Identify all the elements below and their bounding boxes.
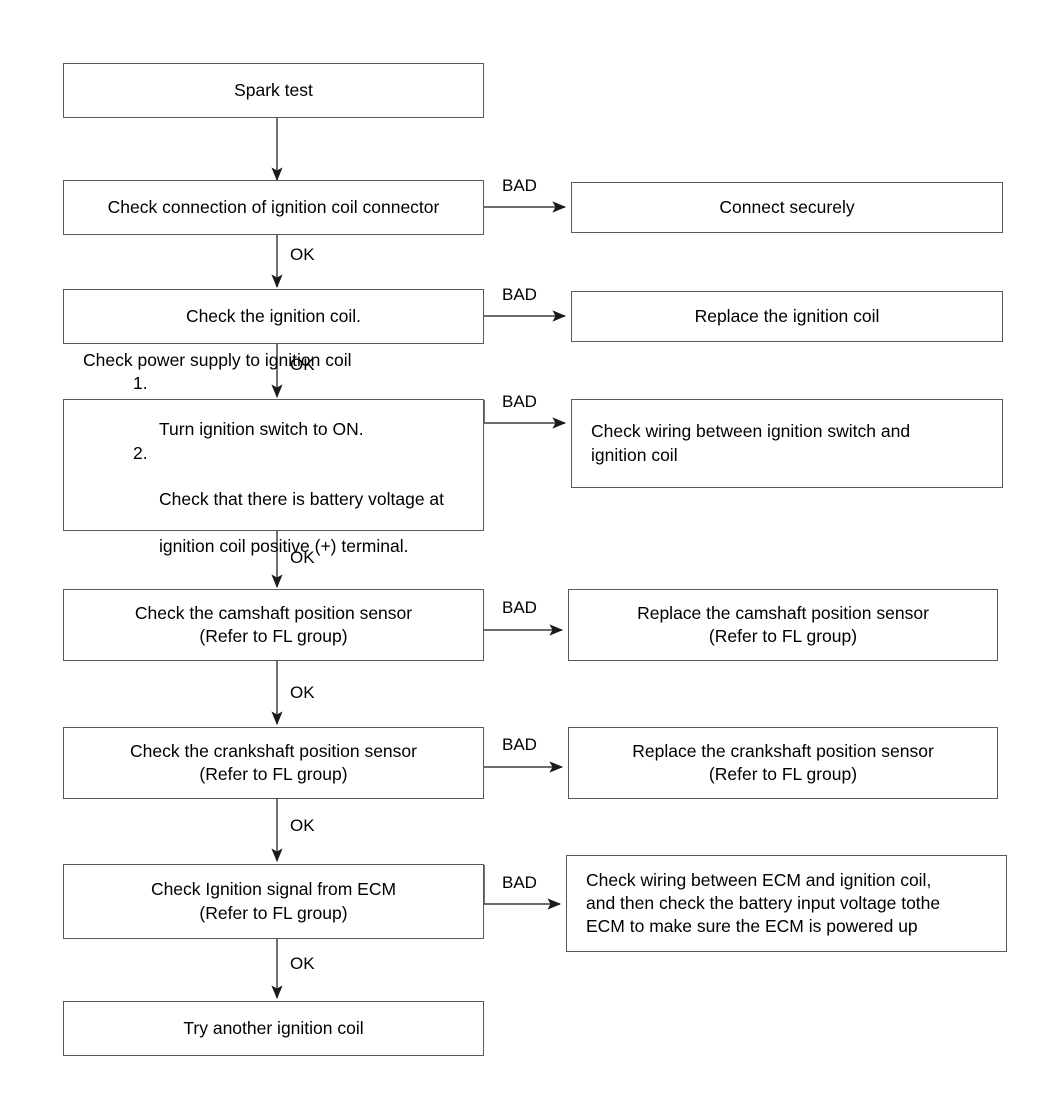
node-connect-securely[interactable]: Connect securely [571,182,1003,233]
node-check-wiring-ignition-switch-content: Check wiring between ignition switch and… [572,420,1002,467]
step-1-text: Turn ignition switch to ON. [159,419,364,440]
power-supply-heading: Check power supply to ignition coil [83,349,352,370]
power-supply-step-2: 2. Check that there is battery voltage a… [133,442,473,582]
node-spark-test-label: Spark test [234,79,313,100]
node-replace-ignition-coil-label: Replace the ignition coil [694,305,880,326]
replace-cmp-line-2: (Refer to FL group) [708,626,858,646]
node-replace-camshaft-sensor[interactable]: Replace the camshaft position sensor (Re… [568,589,998,661]
check-ecm-line-2: (Refer to FL group) [199,902,348,923]
edge-label-bad-6: BAD [502,873,537,892]
node-try-another-coil[interactable]: Try another ignition coil [63,1001,484,1056]
check-ecm-line-1: Check Ignition signal from ECM [150,879,397,900]
node-check-ecm-signal-content: Check Ignition signal from ECM (Refer to… [64,878,483,925]
edge-label-bad-2: BAD [502,285,537,304]
ecm-wiring-line-1: Check wiring between ECM and ignition co… [586,869,932,890]
node-check-power-supply-content: Check power supply to ignition coil 1. T… [64,349,483,582]
node-check-wiring-ignition-switch[interactable]: Check wiring between ignition switch and… [571,399,1003,488]
check-cmp-line-2: (Refer to FL group) [199,626,348,646]
step-2-line-2: ignition coil positive (+) terminal. [159,535,409,556]
step-2-line-1: Check that there is battery voltage at [159,489,445,510]
power-supply-step-1: 1. Turn ignition switch to ON. [133,372,473,442]
step-1-number: 1. [133,372,148,393]
check-ckp-line-2: (Refer to FL group) [199,764,348,784]
ecm-wiring-line-3: ECM to make sure the ECM is powered up [586,916,918,937]
node-check-ecm-signal[interactable]: Check Ignition signal from ECM (Refer to… [63,864,484,939]
check-cmp-line-1: Check the camshaft position sensor [134,602,413,623]
edge-label-ok-2: OK [290,355,315,374]
node-replace-crankshaft-sensor[interactable]: Replace the crankshaft position sensor (… [568,727,998,799]
node-check-connector[interactable]: Check connection of ignition coil connec… [63,180,484,235]
node-replace-crankshaft-sensor-content: Replace the crankshaft position sensor (… [569,740,997,787]
power-supply-step-list: 1. Turn ignition switch to ON. 2. Check … [83,372,473,581]
node-spark-test[interactable]: Spark test [63,63,484,118]
node-check-ignition-coil[interactable]: Check the ignition coil. [63,289,484,344]
step-2-number: 2. [133,442,148,463]
edge-label-ok-3: OK [290,548,315,567]
edge-label-ok-5: OK [290,816,315,835]
check-ckp-line-1: Check the crankshaft position sensor [130,740,417,761]
node-check-ecm-wiring[interactable]: Check wiring between ECM and ignition co… [566,855,1007,952]
edge-label-bad-4: BAD [502,598,537,617]
replace-ckp-line-2: (Refer to FL group) [708,764,858,784]
node-check-ecm-wiring-content: Check wiring between ECM and ignition co… [567,869,1006,939]
ecm-wiring-line-2: and then check the battery input voltage… [586,892,941,913]
node-check-ignition-coil-label: Check the ignition coil. [185,305,362,326]
node-try-another-coil-label: Try another ignition coil [183,1017,364,1038]
node-check-crankshaft-sensor[interactable]: Check the crankshaft position sensor (Re… [63,727,484,799]
edge-label-ok-4: OK [290,683,315,702]
node-check-connector-label: Check connection of ignition coil connec… [107,196,440,217]
node-check-power-supply[interactable]: Check power supply to ignition coil 1. T… [63,350,484,556]
edge-label-bad-3: BAD [502,392,537,411]
check-wiring-line-2: ignition coil [591,444,678,465]
node-connect-securely-label: Connect securely [719,196,855,217]
node-check-camshaft-sensor[interactable]: Check the camshaft position sensor (Refe… [63,589,484,661]
edge-label-bad-1: BAD [502,176,537,195]
replace-ckp-line-1: Replace the crankshaft position sensor [632,740,934,761]
node-replace-camshaft-sensor-content: Replace the camshaft position sensor (Re… [569,602,997,649]
node-replace-ignition-coil[interactable]: Replace the ignition coil [571,291,1003,342]
edge-label-bad-5: BAD [502,735,537,754]
node-check-crankshaft-sensor-content: Check the crankshaft position sensor (Re… [64,740,483,787]
replace-cmp-line-1: Replace the camshaft position sensor [637,602,929,623]
check-wiring-line-1: Check wiring between ignition switch and [591,421,911,442]
node-check-camshaft-sensor-content: Check the camshaft position sensor (Refe… [64,602,483,649]
edge-label-ok-1: OK [290,245,315,264]
edge-label-ok-6: OK [290,954,315,973]
